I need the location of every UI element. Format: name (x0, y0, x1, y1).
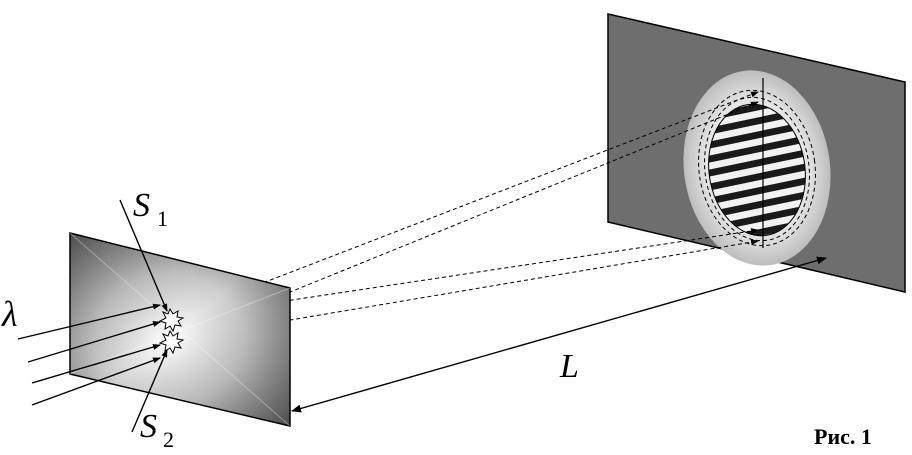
observation-screen (607, 13, 906, 293)
incident-ray-4 (31, 357, 161, 406)
fringe-region-boundary (708, 103, 806, 237)
svg-text:S: S (133, 187, 150, 224)
point-sources (158, 307, 185, 355)
fringe-band (700, 119, 814, 151)
svg-text:1: 1 (157, 206, 168, 231)
label-s2: S 2 (140, 408, 174, 452)
distance-arrow (291, 256, 827, 413)
fringe-band (700, 147, 814, 179)
fringe-band (700, 133, 814, 165)
label-s1: S 1 (133, 187, 168, 231)
fringe-band (700, 189, 814, 221)
source-s1-burst (158, 307, 185, 333)
svg-text:2: 2 (163, 427, 174, 452)
wavelength-label: λ (1, 294, 18, 334)
s2-pointer (131, 349, 168, 433)
source-pointers (119, 199, 168, 433)
figure-caption: Рис. 1 (814, 424, 872, 449)
incident-ray-1 (17, 303, 161, 340)
distance-label: L (559, 348, 579, 385)
source-s2-burst (158, 329, 185, 355)
fringe-band (700, 175, 814, 207)
s1-pointer (119, 199, 168, 312)
source-plate (69, 232, 291, 427)
dashed-contour-outer (698, 89, 816, 247)
incident-rays (17, 303, 161, 406)
incident-ray-3 (31, 344, 161, 384)
svg-text:S: S (140, 408, 157, 445)
dashed-contour-inner (704, 96, 810, 242)
incident-ray-2 (27, 321, 161, 363)
fringe-band (700, 161, 814, 193)
